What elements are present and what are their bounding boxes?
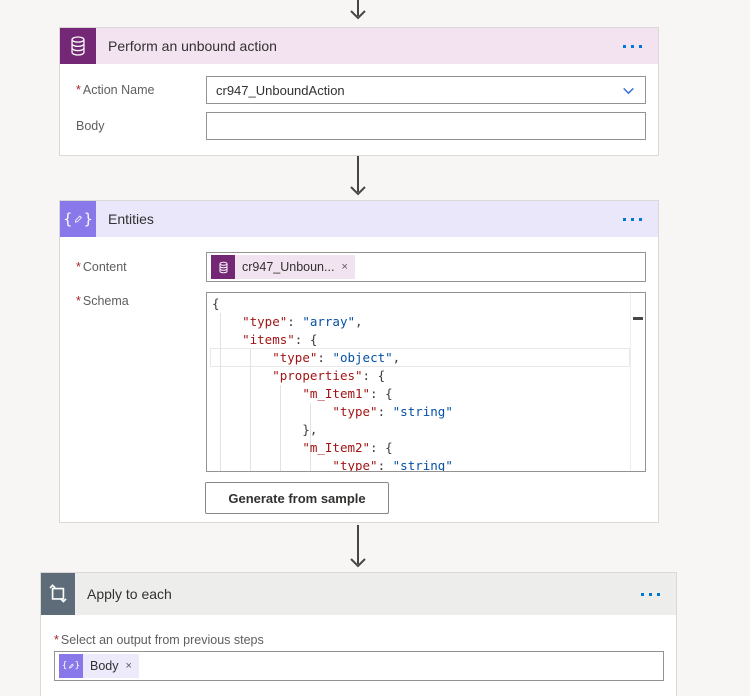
connector-arrow-2 [350, 525, 366, 568]
schema-code-editor[interactable]: { "type": "array", "items": { "type": "o… [206, 292, 646, 472]
schema-code: { "type": "array", "items": { "type": "o… [212, 296, 453, 472]
generate-from-sample-button[interactable]: Generate from sample [205, 482, 389, 514]
token-label: cr947_Unboun... [242, 260, 335, 274]
indent-guide [279, 385, 281, 471]
editor-overview-ruler-mark [633, 317, 643, 320]
action-name-value: cr947_UnboundAction [216, 82, 345, 98]
dataverse-database-icon [211, 255, 235, 279]
select-output-label: *Select an output from previous steps [54, 633, 264, 647]
dynamic-content-token[interactable]: cr947_Unboun... × [211, 255, 355, 279]
content-label: *Content [76, 260, 127, 274]
card-title: Apply to each [87, 586, 172, 602]
loop-icon [41, 573, 75, 615]
card-menu-button[interactable] [639, 589, 662, 600]
action-card-unbound-action: Perform an unbound action *Action Name c… [59, 27, 659, 156]
token-label: Body [90, 659, 119, 673]
card-header-unbound-action[interactable]: Perform an unbound action [60, 28, 658, 64]
card-title: Perform an unbound action [108, 38, 277, 54]
body-input[interactable] [206, 112, 646, 140]
select-output-input[interactable]: { } Body × [54, 651, 664, 681]
card-header-entities[interactable]: { } Entities [60, 201, 658, 237]
connector-arrow-1 [350, 156, 366, 196]
card-title: Entities [108, 211, 154, 227]
editor-current-line-highlight [210, 348, 630, 367]
indent-guide [249, 349, 251, 471]
action-card-apply-to-each: Apply to each *Select an output from pre… [40, 572, 677, 696]
chevron-down-icon[interactable] [621, 84, 636, 101]
card-menu-button[interactable] [621, 41, 644, 52]
parse-json-icon: { } [59, 654, 83, 678]
content-input[interactable]: cr947_Unboun... × [206, 252, 646, 282]
token-remove-icon[interactable]: × [125, 659, 132, 672]
pencil-icon [74, 215, 82, 223]
indent-guide [219, 313, 221, 471]
token-remove-icon[interactable]: × [341, 260, 348, 273]
body-token[interactable]: { } Body × [59, 654, 139, 678]
action-card-entities: { } Entities *Content [59, 200, 659, 523]
action-name-label: *Action Name [76, 83, 155, 97]
schema-label: *Schema [76, 294, 129, 308]
card-menu-button[interactable] [621, 214, 644, 225]
parse-json-icon: { } [60, 201, 96, 237]
action-name-input[interactable]: cr947_UnboundAction [206, 76, 646, 104]
editor-scrollbar[interactable] [630, 293, 645, 471]
dataverse-database-icon [60, 28, 96, 64]
indent-guide [309, 403, 311, 471]
body-label: Body [76, 119, 105, 133]
card-header-apply-to-each[interactable]: Apply to each [41, 573, 676, 615]
connector-arrow-top [350, 0, 366, 20]
